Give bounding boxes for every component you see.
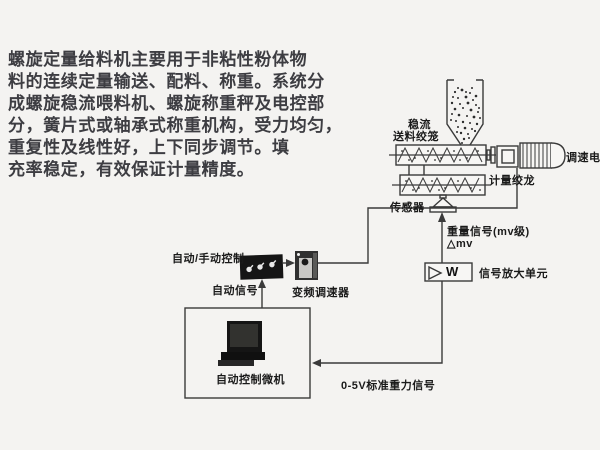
computer-label: 自动控制微机: [216, 374, 285, 386]
computer-icon: [218, 321, 265, 366]
powder-material: [450, 87, 481, 144]
auto-signal-label: 自动信号: [212, 285, 258, 297]
motor-label: 调速电机: [566, 152, 600, 164]
sensor-label: 传感器: [390, 202, 425, 214]
weight-signal-line: [312, 212, 446, 367]
arrowhead-up-to-sensor: [438, 212, 446, 222]
arrowhead-right-to-inverter: [286, 259, 295, 267]
intro-line-6: 充率稳定，有效保证计量精度。: [8, 160, 255, 179]
auto-signal-line: [258, 279, 266, 308]
motor-icon: [519, 142, 566, 169]
shaft-coupling-icon: [486, 146, 496, 164]
control-panel-icon: [239, 254, 284, 280]
intro-paragraph: 螺旋定量给料机主要用于非粘性粉体物 料的连续定量输送、配料、称重。系统分 成螺旋…: [8, 49, 360, 181]
intro-line-2: 料的连续定量输送、配料、称重。系统分: [8, 72, 325, 91]
delta-mv-label: △mv: [447, 238, 473, 250]
amplifier-w-symbol: W: [446, 264, 459, 279]
arrowhead-up-to-panel: [258, 279, 266, 288]
inverter-label: 变频调速器: [292, 287, 350, 299]
feeder-screw-label-line1: 稳流: [408, 119, 431, 131]
weight-signal-label: 重量信号(mv级): [447, 226, 530, 238]
output-signal-label: 0-5V标准重力信号: [341, 380, 436, 392]
feed-screw-conveyor: [389, 144, 496, 166]
metering-screw-conveyor: [392, 174, 491, 196]
auto-manual-control-label: 自动/手动控制: [172, 253, 245, 265]
amplifier-box: [424, 262, 473, 282]
chute-connector: [408, 165, 425, 175]
speed-control-line: [318, 168, 518, 264]
computer-box: [184, 307, 311, 399]
gain-triangle-icon: [428, 265, 443, 281]
metering-screw-label: 计量绞龙: [489, 175, 535, 187]
amplifier-unit-label: 信号放大单元: [479, 268, 548, 280]
load-cell-icon: [429, 194, 457, 213]
intro-line-1: 螺旋定量给料机主要用于非粘性粉体物: [8, 50, 308, 69]
intro-line-4: 分，簧片式或轴承式称重机构，受力均匀，: [8, 116, 343, 135]
intro-line-5: 重复性及线性好，上下同步调节。填: [8, 138, 290, 157]
inverter-icon: [295, 251, 318, 280]
arrowhead-left-to-computer: [312, 359, 321, 367]
panel-to-inverter-line: [283, 259, 295, 267]
intro-line-3: 成螺旋稳流喂料机、螺旋称重秤及电控部: [8, 94, 325, 113]
gearbox-icon: [496, 145, 519, 168]
feeder-screw-label-line2: 送料绞笼: [393, 131, 439, 143]
